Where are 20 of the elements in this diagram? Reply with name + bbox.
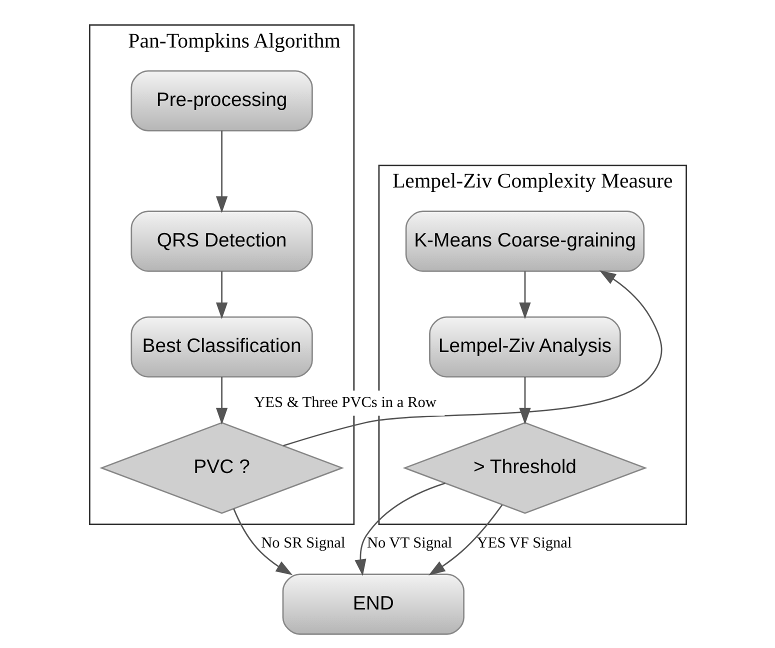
arrow: [215, 376, 228, 425]
arrow: [518, 271, 530, 320]
edge-label: No SR Signal: [260, 534, 345, 552]
arrow: [215, 130, 228, 213]
node-box: K-Means Coarse-graining: [404, 210, 644, 272]
node-box: Best Classification: [130, 316, 312, 378]
node-box: QRS Detection: [130, 210, 312, 272]
node-diamond: PVC ?: [99, 422, 344, 514]
arrow: [354, 482, 445, 576]
arrow: [282, 270, 662, 446]
arrow: [518, 376, 530, 425]
node-box: Pre-processing: [130, 70, 312, 132]
arrow: [215, 271, 228, 320]
node-box: Lempel-Ziv Analysis: [428, 316, 620, 378]
edge-label: YES VF Signal: [476, 534, 572, 552]
arrow: [232, 508, 292, 576]
edge-label: No VT Signal: [366, 534, 452, 552]
node-diamond: > Threshold: [402, 422, 647, 514]
arrow: [428, 504, 502, 576]
node-box: END: [282, 574, 464, 635]
